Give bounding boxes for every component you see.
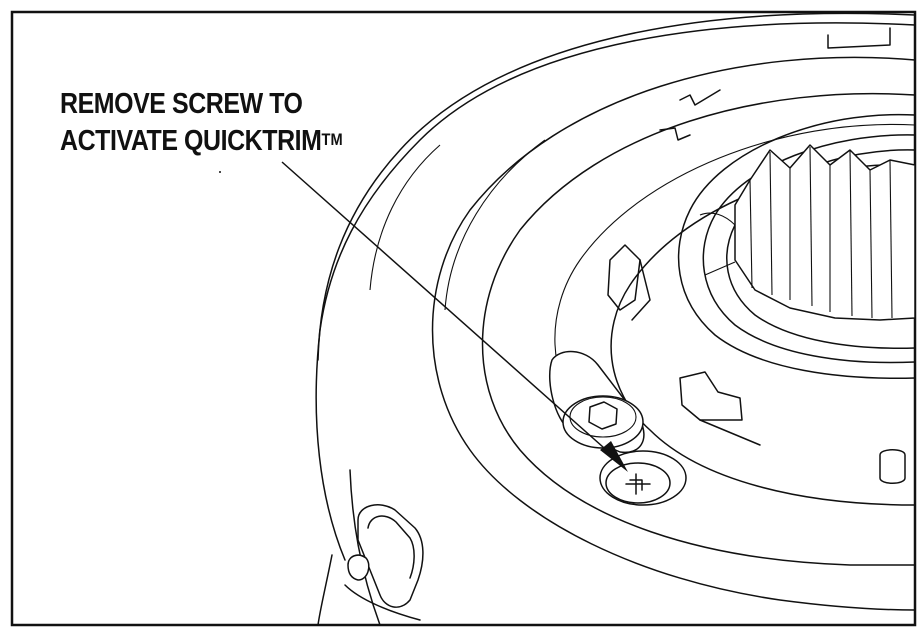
- callout-label: REMOVE SCREW TO ACTIVATE QUICKTRIMTM: [60, 86, 343, 160]
- callout-line-1: REMOVE SCREW TO: [60, 88, 303, 120]
- trimmer-head-body: [315, 12, 916, 626]
- callout-line-2-text: ACTIVATE QUICKTRIM: [60, 125, 322, 157]
- hex-socket-boss: [548, 350, 645, 454]
- callout-line-2: ACTIVATE QUICKTRIMTM: [60, 123, 343, 160]
- callout-leader-arrow: [219, 161, 628, 472]
- trademark-mark: TM: [321, 130, 343, 149]
